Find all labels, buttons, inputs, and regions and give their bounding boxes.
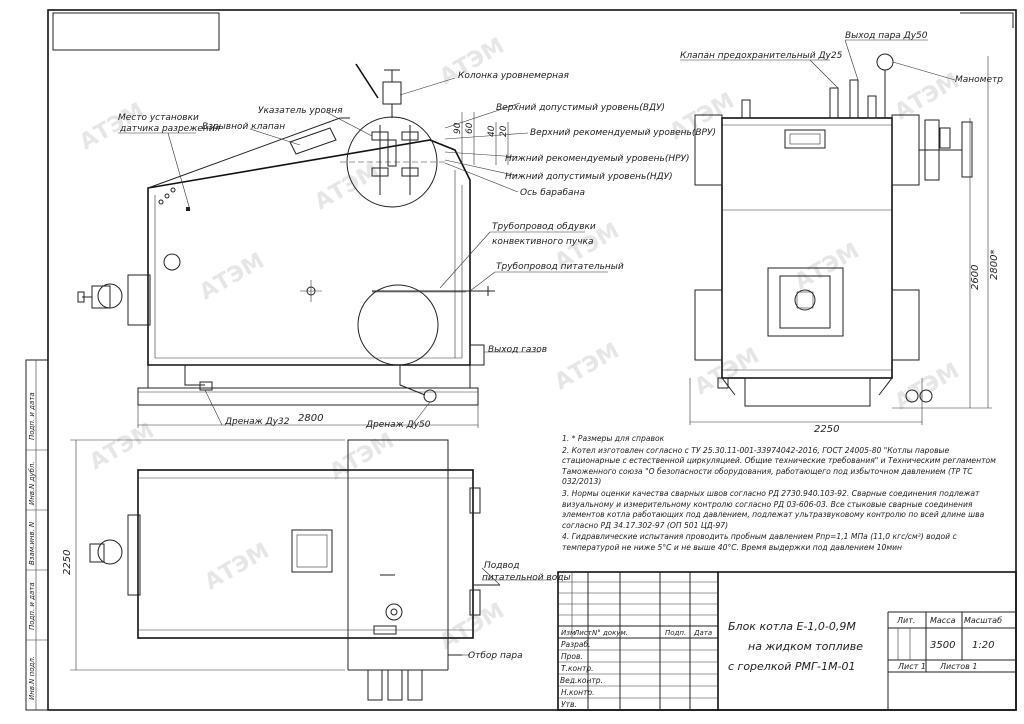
left-strip: Подп. и дата Инв.N дубл. Взам.инв. N Под…	[25, 359, 49, 711]
tb-title-line: Блок котла Е-1,0-0,9М	[728, 620, 856, 633]
side-view	[694, 53, 973, 407]
watermark: АТЭМ	[436, 34, 509, 91]
tb-role: Утв.	[561, 700, 577, 709]
label-drain50: Дренаж Ду50	[365, 420, 431, 430]
front-dims: 2800 90 60 40 20	[137, 112, 509, 428]
dim-40: 40	[487, 125, 497, 137]
dim-90: 90	[453, 122, 463, 134]
plan-dims: 2250 Подвод питательной воды Отбор пара	[62, 439, 571, 671]
tb-role: Разраб.	[561, 640, 590, 649]
tb-sheets: Листов 1	[939, 662, 978, 671]
label-drum-axis: Ось барабана	[520, 188, 585, 198]
tb-header: N° докум.	[592, 629, 628, 637]
watermark: АТЭМ	[691, 344, 764, 401]
label-level-indicator: Указатель уровня	[258, 106, 343, 116]
label-ndu: Нижний допустимый уровень(НДУ)	[505, 172, 673, 182]
dim-overall-height: 2800*	[989, 250, 1000, 280]
tb-role: Н.контр.	[561, 688, 595, 697]
label-vacuum-sensor: Место установки	[118, 113, 199, 123]
label-feed-water: питательной воды	[482, 573, 571, 583]
front-labels: Место установки датчика разрежения Взрыв…	[118, 71, 716, 430]
note-item: 1. * Размеры для справок	[562, 434, 665, 443]
label-explosion-valve: Взрывной клапан	[202, 122, 285, 132]
watermark: АТЭМ	[891, 69, 964, 126]
tb-scale-label: Масштаб	[964, 616, 1002, 625]
label-nru: Нижний рекомендуемый уровень(НРУ)	[505, 154, 690, 164]
corner-stamp-box	[52, 12, 220, 51]
dim-side-height: 2600	[970, 265, 981, 290]
note-item: 4. Гидравлические испытания проводить пр…	[562, 532, 957, 552]
label-vru: Верхний рекомендуемый уровень(ВРУ)	[530, 128, 716, 138]
front-view	[77, 63, 495, 406]
tb-mass-label: Масса	[930, 616, 956, 625]
tb-role: Т.контр.	[561, 664, 594, 673]
label-manometer: Манометр	[955, 75, 1003, 85]
tb-mass: 3500	[930, 640, 955, 651]
watermark: АТЭМ	[201, 539, 274, 596]
label-blowdown-pipe: Трубопровод обдувки	[492, 222, 596, 232]
label-safety-valve: Клапан предохранительный Ду25	[680, 51, 843, 61]
tb-lit: Лит.	[896, 616, 915, 625]
tb-role-ved: Вед.контр.	[560, 676, 603, 685]
side-dims: 2250 2600 2800* Клапан предохранительный…	[680, 31, 1003, 435]
watermark: АТЭМ	[436, 599, 509, 656]
strip-label: Инв.N дубл.	[28, 461, 36, 505]
label-steam-tap: Отбор пара	[468, 651, 523, 661]
note-item: 2. Котел изготовлен согласно с ТУ 25.30.…	[562, 445, 996, 487]
dim-plan-depth: 2250	[62, 550, 73, 575]
dim-front-width: 2800	[298, 413, 323, 424]
label-feed-pipe: Трубопровод питательный	[496, 262, 624, 272]
label-feed-water: Подвод	[484, 561, 520, 571]
tb-header: Дата	[693, 629, 712, 637]
label-steam-outlet: Выход пара Ду50	[845, 31, 928, 41]
note-item: 3. Нормы оценки качества сварных швов со…	[562, 488, 985, 530]
tb-header: Подп.	[665, 629, 686, 637]
plan-view	[89, 439, 500, 701]
strip-label: Подп. и дата	[28, 392, 36, 440]
tb-scale: 1:20	[972, 640, 994, 651]
watermark: АТЭМ	[791, 239, 864, 296]
tb-title-line: с горелкой РМГ-1М-01	[728, 660, 856, 673]
strip-label: Подп. и дата	[28, 582, 36, 630]
label-gas-outlet: Выход газов	[488, 345, 547, 355]
tb-header: Лист	[573, 629, 593, 637]
dim-60: 60	[465, 122, 475, 134]
label-level-column: Колонка уровнемерная	[458, 71, 570, 81]
tb-header: Изм	[561, 629, 576, 637]
label-vacuum-sensor: датчика разрежения	[119, 124, 221, 134]
tb-title-line: на жидком топливе	[748, 640, 863, 653]
tb-role: Пров.	[561, 652, 583, 661]
watermark: АТЭМ	[196, 249, 269, 306]
dim-20: 20	[499, 125, 509, 137]
label-drain32: Дренаж Ду32	[224, 417, 290, 427]
corner-mark	[960, 12, 1014, 28]
strip-label: Инв.N подл.	[28, 656, 36, 700]
strip-label: Взам.инв. N	[28, 521, 36, 565]
dim-side-width: 2250	[814, 424, 839, 435]
watermark: АТЭМ	[86, 419, 159, 476]
label-blowdown-pipe: конвективного пучка	[492, 237, 593, 247]
watermark: АТЭМ	[891, 359, 964, 416]
watermark: АТЭМ	[551, 339, 624, 396]
watermark: АТЭМ	[326, 429, 399, 486]
tb-sheet: Лист 1	[897, 662, 926, 671]
title-block: Изм Лист N° докум. Подп. Дата Разраб. Пр…	[557, 571, 1017, 711]
general-notes: 1. * Размеры для справок 2. Котел изгото…	[562, 434, 1007, 555]
label-vdu: Верхний допустимый уровень(ВДУ)	[496, 103, 665, 113]
